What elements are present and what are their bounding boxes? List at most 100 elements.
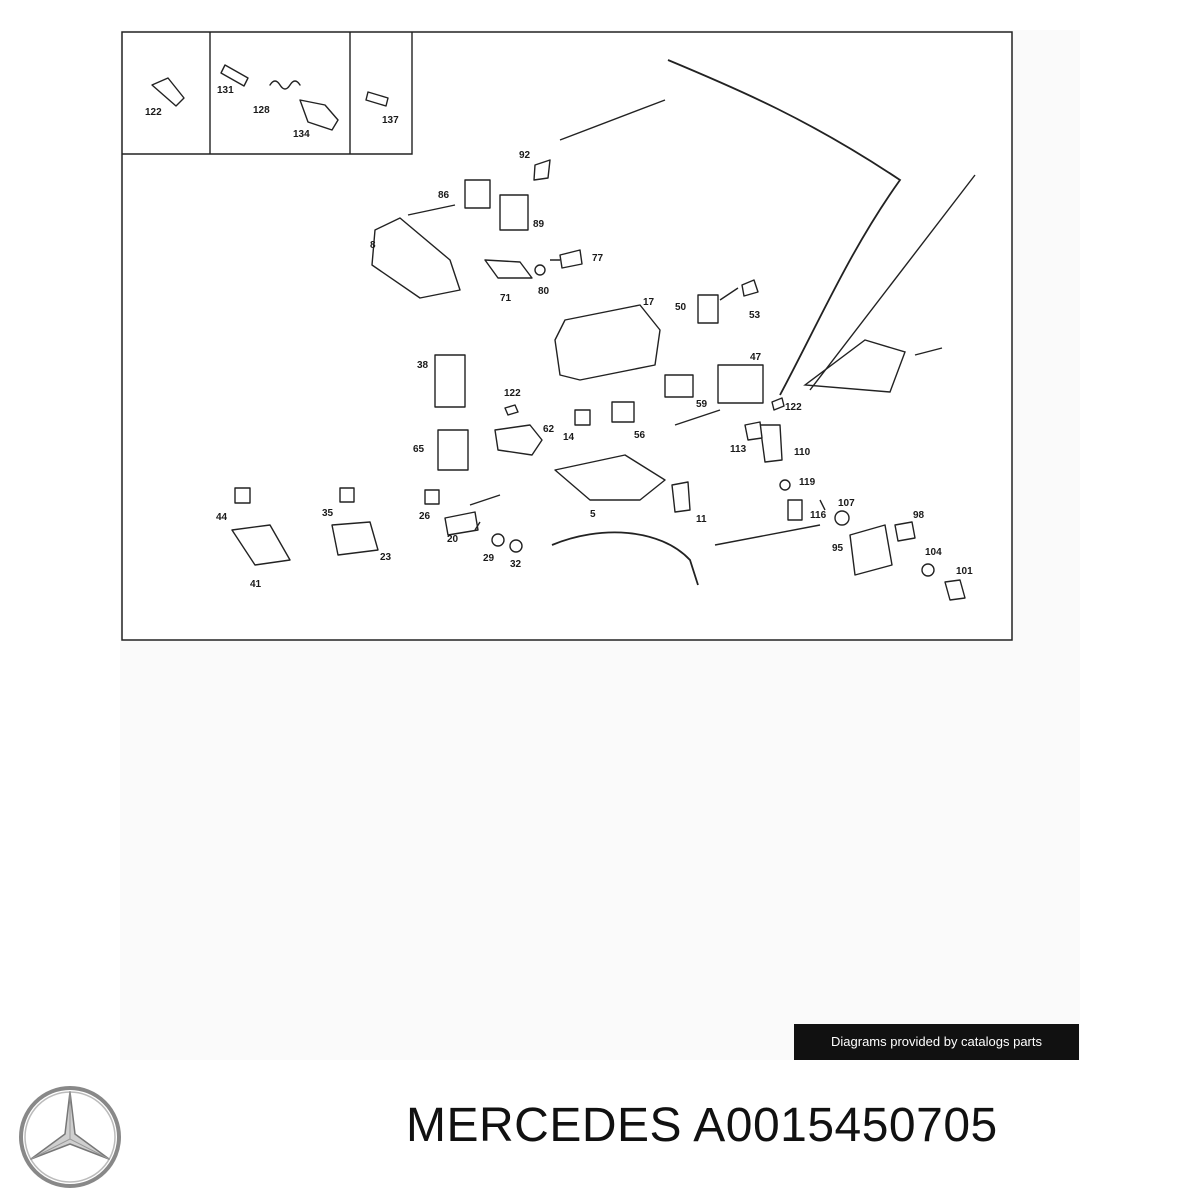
relay-65-part: [437, 429, 469, 471]
bracket-8-part: [371, 217, 461, 299]
label-23: 23: [380, 552, 392, 563]
label-80: 80: [538, 286, 550, 297]
part-labels: 122 131 128 134 137 92 86 89 8 77 71 80 …: [145, 85, 973, 590]
wheel-arch: [551, 531, 699, 586]
label-122c: 122: [785, 402, 802, 413]
label-98: 98: [913, 510, 925, 521]
fuse-137-part: [365, 91, 389, 107]
screw-14-part: [574, 409, 591, 426]
screw-53-part: [741, 279, 759, 297]
screw-35-part: [339, 487, 355, 503]
inset-frame: [122, 32, 413, 155]
label-47: 47: [750, 352, 762, 363]
label-59: 59: [696, 399, 708, 410]
cap-134-part: [299, 99, 339, 131]
label-128: 128: [253, 105, 270, 116]
relay-95-part: [849, 524, 893, 576]
washer-119-part: [779, 479, 791, 491]
label-110: 110: [794, 447, 811, 458]
label-11: 11: [696, 514, 707, 525]
label-20: 20: [447, 534, 459, 545]
label-32: 32: [510, 559, 522, 570]
label-122: 122: [145, 107, 162, 118]
parts-diagram: 122 131 128 134 137 92 86 89 8 77 71 80 …: [121, 31, 1013, 641]
label-113: 113: [730, 444, 747, 455]
label-56: 56: [634, 430, 646, 441]
fuse-92-part: [533, 159, 551, 181]
washer-104-part: [921, 563, 935, 577]
relay-38-part: [434, 354, 466, 408]
label-95: 95: [832, 543, 844, 554]
clip-110-part: [759, 424, 783, 463]
hood-line: [559, 99, 666, 141]
brand-row: MERCEDES A0015450705: [0, 1072, 1200, 1188]
mirror-shape: [803, 339, 906, 393]
label-137: 137: [382, 115, 399, 126]
label-41: 41: [250, 579, 262, 590]
label-26: 26: [419, 511, 431, 522]
label-122b: 122: [504, 388, 521, 399]
diagram-canvas: 122 131 128 134 137 92 86 89 8 77 71 80 …: [120, 30, 1080, 1060]
label-38: 38: [417, 360, 429, 371]
bracket-5-part: [554, 454, 666, 501]
screw-98-part: [894, 521, 916, 542]
part-title: MERCEDES A0015450705: [406, 1102, 998, 1150]
manufacturer-name: MERCEDES: [406, 1099, 683, 1152]
socket-131-part: [220, 64, 249, 87]
washer-80-part: [534, 264, 546, 276]
label-131: 131: [217, 85, 234, 96]
label-50: 50: [675, 302, 687, 313]
clip-11-part: [671, 481, 691, 513]
spring-128-part: [269, 80, 301, 90]
relay-59-part: [664, 374, 694, 398]
cover-17-part: [554, 304, 661, 381]
fender-line: [667, 59, 902, 396]
label-101: 101: [956, 566, 973, 577]
label-92: 92: [519, 150, 531, 161]
bracket-20-part: [444, 511, 479, 536]
pillar-line: [809, 174, 976, 391]
label-44: 44: [216, 512, 228, 523]
mirror-line: [914, 347, 943, 356]
label-62: 62: [543, 424, 555, 435]
label-134: 134: [293, 129, 310, 140]
label-119: 119: [799, 477, 816, 488]
label-14: 14: [563, 432, 575, 443]
screw-113-part: [744, 421, 763, 441]
holder-23-part: [331, 521, 379, 556]
label-29: 29: [483, 553, 495, 564]
part-number: A0015450705: [693, 1099, 998, 1152]
label-5: 5: [590, 509, 596, 520]
label-35: 35: [322, 508, 334, 519]
bracket-41-part: [231, 524, 291, 566]
relay-86-part: [464, 179, 491, 209]
mercedes-star-logo: [19, 1086, 121, 1188]
relay-89-part: [499, 194, 529, 231]
holder-62-part: [494, 424, 543, 456]
label-89: 89: [533, 219, 545, 230]
label-71: 71: [500, 293, 512, 304]
bolt-101-part: [944, 579, 966, 601]
label-53: 53: [749, 310, 761, 321]
bolt-116-part: [787, 499, 803, 521]
label-116: 116: [810, 510, 827, 521]
label-65: 65: [413, 444, 425, 455]
screw-77-part: [559, 249, 583, 269]
bracket-71-part: [484, 259, 533, 279]
relay-47-part: [717, 364, 764, 404]
bulb-122b-part: [504, 404, 519, 416]
relay-56-part: [611, 401, 635, 423]
nut-107-part: [834, 510, 850, 526]
label-8: 8: [370, 240, 376, 251]
bulb-122-part: [151, 77, 185, 107]
label-77: 77: [592, 253, 604, 264]
bulb-122c-part: [771, 397, 785, 411]
arch-line: [714, 524, 821, 546]
screw-44-part: [234, 487, 251, 504]
leader-lines: [407, 204, 826, 531]
bolt-26-part: [424, 489, 440, 505]
nut-32-part: [509, 539, 523, 553]
label-104: 104: [925, 547, 942, 558]
diagram-credit-banner: Diagrams provided by catalogs parts: [794, 1024, 1079, 1060]
label-107: 107: [838, 498, 855, 509]
